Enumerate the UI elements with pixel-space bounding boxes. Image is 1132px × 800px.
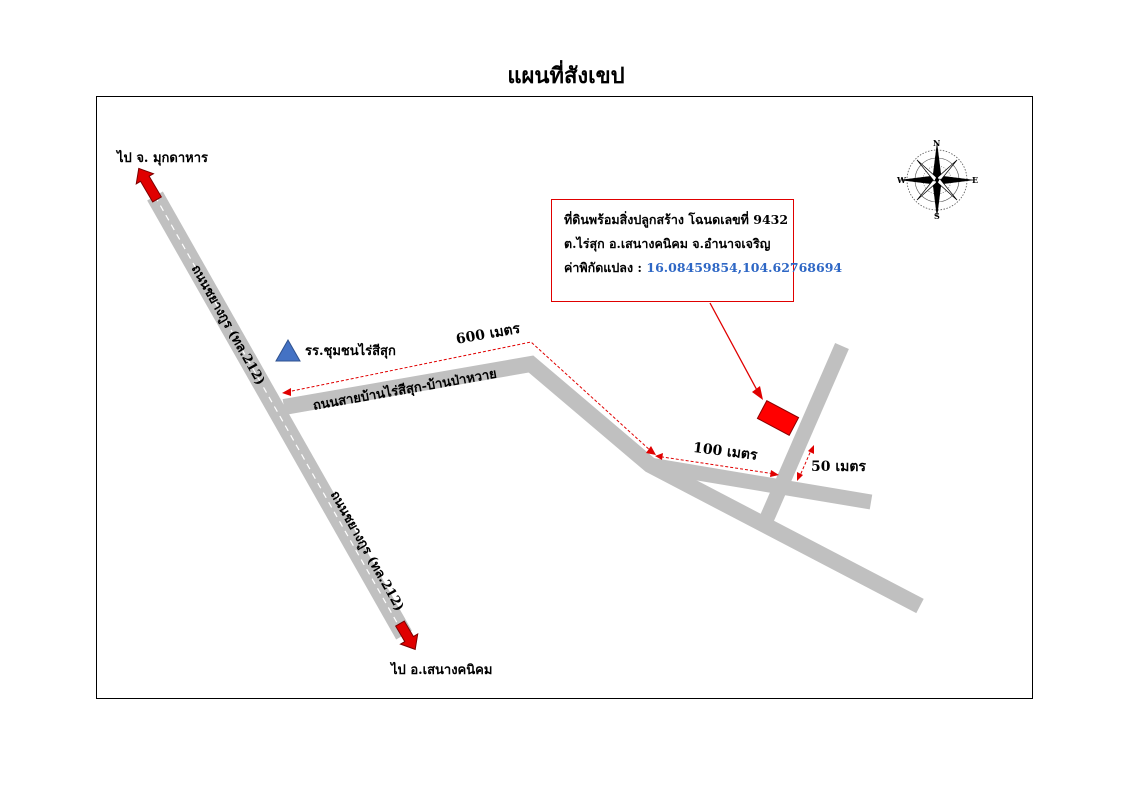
distance-600-arrowhead-left: [282, 388, 291, 396]
school-triangle-icon: [275, 338, 301, 362]
distance-50-line: [798, 447, 813, 479]
to-senangkhanikhom-label: ไป อ.เสนางคนิคม: [391, 663, 493, 678]
coordinates-value: 16.08459854,104.62768694: [646, 260, 843, 275]
coordinates-label: ค่าพิกัดแปลง :: [564, 260, 643, 275]
compass-south-label: S: [934, 211, 940, 221]
to-mukdahan-label: ไป จ. มุกดาหาร: [117, 151, 209, 166]
arrow-to-senangkhanikhom: [394, 620, 419, 651]
main-road: [147, 191, 412, 640]
compass-rose-icon: [900, 143, 974, 217]
map-title: แผนที่สังเขป: [507, 63, 625, 89]
distance-100-arrowhead-left: [655, 453, 663, 460]
distance-50-arrowhead-top: [808, 445, 814, 454]
compass-east-label: E: [972, 175, 979, 185]
branch-road: [282, 355, 924, 614]
property-deed-line: ที่ดินพร้อมสิ่งปลูกสร้าง โฉนดเลขที่ 9432: [564, 212, 789, 227]
property-coordinates-line: ค่าพิกัดแปลง : 16.08459854,104.62768694: [564, 256, 842, 280]
callout-arrowhead: [752, 386, 763, 400]
distance-600-arrowhead-right: [646, 446, 656, 455]
callout-line: [709, 302, 759, 393]
distance-50-arrowhead-bottom: [797, 472, 803, 481]
cross-road-vertical: [757, 343, 849, 528]
property-location-line: ต.ไร่สุก อ.เสนางคนิคม จ.อำนาจเจริญ: [564, 236, 771, 251]
cross-road-horizontal: [648, 457, 873, 510]
arrow-to-mukdahan: [135, 167, 163, 203]
map-frame: [96, 96, 1033, 699]
property-parcel: [756, 400, 800, 436]
school-label: รร.ชุมชนไร่สีสุก: [305, 344, 396, 359]
distance-100-arrowhead-right: [770, 470, 779, 477]
distance-100-line: [655, 455, 776, 475]
property-info-box: ที่ดินพร้อมสิ่งปลูกสร้าง โฉนดเลขที่ 9432…: [551, 199, 842, 302]
compass-west-label: W: [897, 175, 906, 185]
distance-50-label: 50 เมตร: [811, 459, 866, 475]
compass-north-label: N: [933, 138, 941, 148]
